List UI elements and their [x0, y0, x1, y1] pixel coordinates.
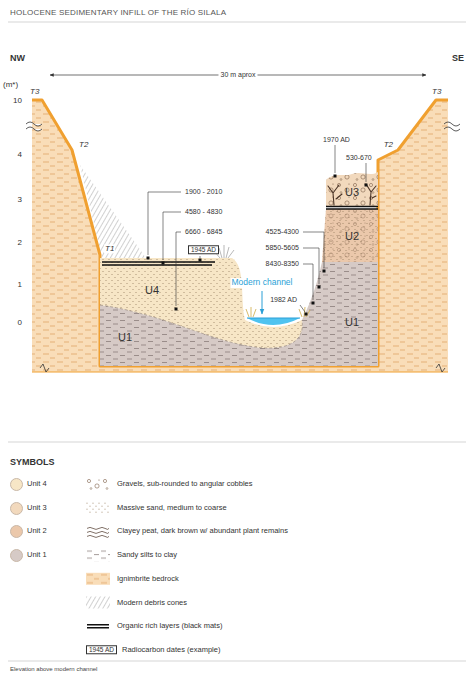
terrace-label: T2 — [384, 140, 393, 149]
unit-label: U1 — [118, 331, 132, 344]
radiocarbon-symbol: 1945 AD — [86, 645, 117, 654]
channel-label: Modern channel — [231, 278, 294, 288]
legend-text: Ignimbrite bedrock — [117, 574, 179, 583]
axis-value: 10 — [13, 96, 22, 105]
unit-label: U4 — [145, 284, 159, 297]
axis-value: 0 — [18, 318, 22, 327]
legend-swatch — [10, 549, 23, 562]
legend-swatch — [10, 525, 23, 538]
diagram-title: HOLOCENE SEDIMENTARY INFILL OF THE RÍO S… — [10, 8, 226, 17]
section-heading: SYMBOLS — [10, 457, 55, 467]
legend-text: Sandy silts to clay — [117, 551, 177, 560]
radiocarbon-date: 6660 - 6845 — [184, 228, 223, 236]
legend-text: Gravels, sub-rounded to angular cobbles — [117, 480, 253, 489]
legend-text: Massive sand, medium to coarse — [117, 503, 227, 512]
direction-label: NW — [10, 53, 25, 63]
direction-label: SE — [452, 53, 464, 63]
radiocarbon-date: 1900 - 2010 — [184, 188, 223, 196]
terrace-label: T3 — [30, 87, 39, 96]
axis-unit: (m*) — [3, 80, 18, 89]
terrace-label: T1 — [104, 244, 115, 253]
axis-value: 2 — [18, 238, 22, 247]
legend-text: Unit 2 — [27, 527, 47, 536]
radiocarbon-date: 4525-4300 — [265, 228, 300, 236]
unit-label: U2 — [345, 230, 359, 243]
axis-value: 3 — [18, 195, 22, 204]
legend-swatch — [10, 478, 23, 491]
unit-label: U1 — [345, 316, 359, 329]
radiocarbon-date: 4580 - 4830 — [184, 208, 223, 216]
terrace-label: T3 — [432, 87, 441, 96]
axis-value: 4 — [18, 150, 22, 159]
radiocarbon-date: 1970 AD — [322, 136, 351, 144]
radiocarbon-date: 1982 AD — [269, 296, 298, 304]
legend-swatch — [10, 502, 23, 515]
radiocarbon-date: 5850-5605 — [265, 244, 300, 252]
radiocarbon-date: 1945 AD — [188, 245, 219, 254]
unit-label: U3 — [345, 186, 359, 199]
axis-value: 1 — [18, 280, 22, 289]
legend-text: Unit 3 — [27, 503, 47, 512]
legend-text: Unit 1 — [27, 551, 47, 560]
radiocarbon-date: 530-670 — [345, 154, 373, 162]
legend-text: Radiocarbon dates (example) — [122, 646, 220, 655]
dimension-label: 30 m aprox — [218, 71, 257, 79]
legend-text: Organic rich layers (black mats) — [117, 622, 222, 631]
radiocarbon-date: 8430-8350 — [265, 260, 300, 268]
legend-text: Modern debris cones — [117, 598, 187, 607]
legend-text: Clayey peat, dark brown w/ abundant plan… — [117, 527, 288, 536]
legend-text: Unit 4 — [27, 480, 47, 489]
terrace-label: T2 — [78, 140, 89, 149]
caption: Elevation above modern channel — [10, 666, 97, 673]
